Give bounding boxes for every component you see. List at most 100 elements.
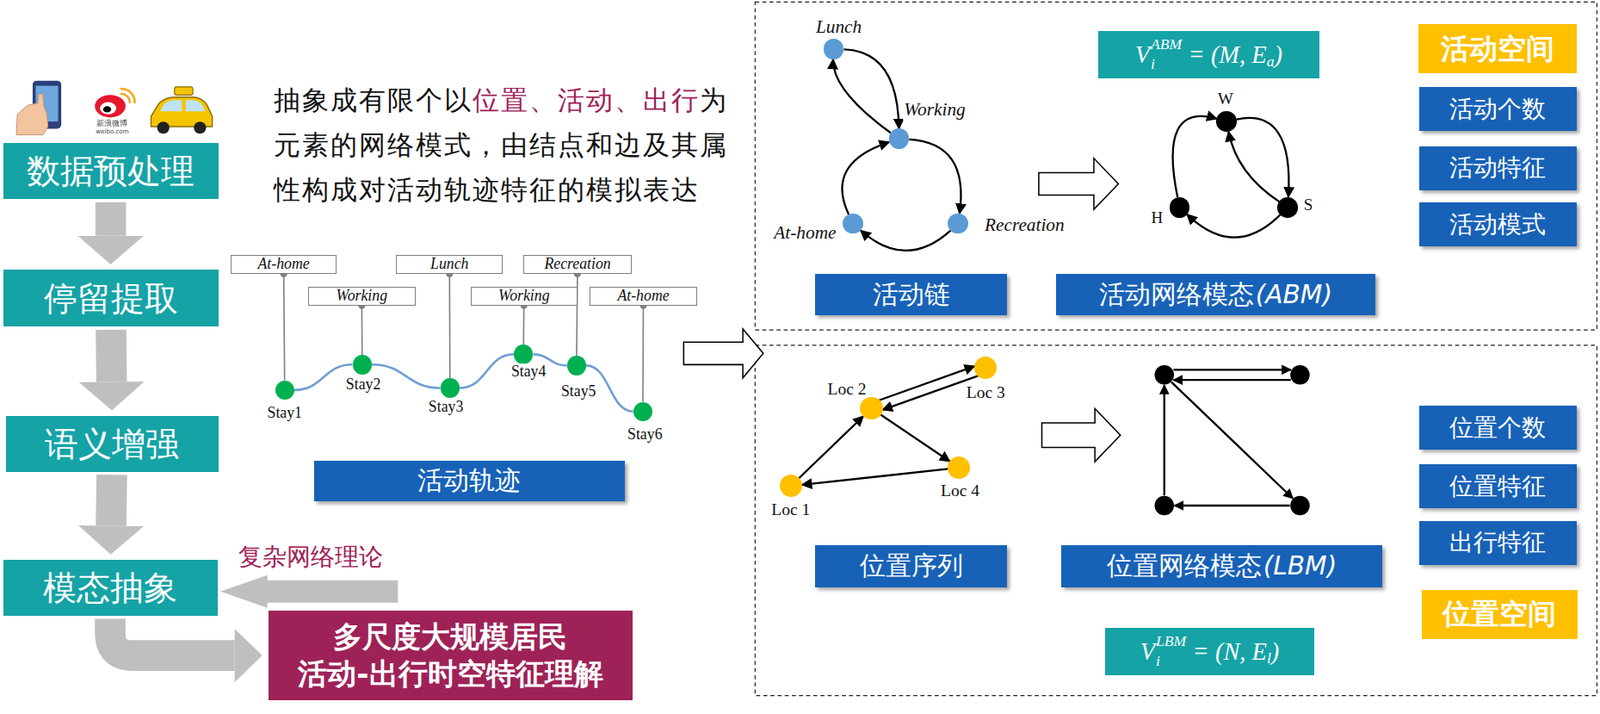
block-arrow-shaft [95, 202, 127, 236]
activity-tag: At-home [230, 254, 337, 274]
connector [294, 364, 353, 390]
box-text: 出行特征 [1449, 528, 1546, 556]
connector [841, 142, 890, 215]
text-row: 位置序列 [859, 551, 964, 581]
formula-body: ) [1273, 41, 1282, 68]
network-arrow [1228, 131, 1279, 202]
node-label: Stay3 [427, 398, 464, 416]
connector [280, 270, 288, 381]
node-label: Stay2 [345, 376, 382, 394]
formula-subscript: i [1155, 653, 1161, 669]
box-text: Working [498, 288, 550, 304]
block-arrow-head [78, 235, 144, 265]
text-row: At-home [257, 256, 309, 272]
node-label: Stay1 [266, 404, 303, 422]
box-text: 语义增强 [44, 425, 180, 463]
text-row: 活动轨迹 [417, 466, 521, 495]
text-row: 出行特征 [1449, 528, 1546, 556]
box-text: 活动轨迹 [417, 466, 521, 495]
attribute-box: 活动特征 [1419, 146, 1577, 191]
network-arrow [908, 139, 961, 214]
network-arrow [882, 375, 978, 410]
connector [371, 364, 441, 388]
network-arrow [880, 414, 950, 462]
attribute-box: 出行特征 [1419, 520, 1577, 565]
connector [1186, 214, 1281, 238]
node-label: Stay6 [626, 426, 663, 444]
leader-line [284, 273, 285, 381]
activity-panel [754, 1, 1597, 330]
connector [574, 270, 581, 357]
stay-point: Stay3 [440, 377, 461, 398]
network-arrow [802, 468, 949, 485]
activity-tag: Recreation [523, 254, 632, 274]
taxi-wheel [193, 121, 206, 134]
connector [1228, 131, 1279, 202]
connector [860, 230, 952, 251]
paragraph-text: 抽象成有限个以 [273, 84, 473, 116]
connector [833, 59, 891, 134]
connector [908, 139, 961, 214]
text-row: Recreation [543, 256, 611, 272]
box-text: 活动特征 [1449, 154, 1546, 181]
taxi-window [185, 99, 206, 112]
block-arrow-head [79, 381, 145, 411]
abm-node: W [1216, 111, 1237, 132]
box-text: At-home [257, 256, 309, 272]
abm-node: S [1277, 197, 1298, 218]
stay-point: Stay2 [352, 354, 373, 375]
activity-tag: Working [470, 286, 578, 306]
text-row: VLBMi= (N, El) [1140, 633, 1280, 669]
stay-point: Stay5 [567, 355, 587, 376]
attribute-box: 活动个数 [1419, 86, 1577, 131]
block-arrow-shaft [110, 617, 235, 655]
lbm-graph [1154, 364, 1310, 515]
network-arrow [798, 415, 864, 478]
paragraph-highlight: 位置、活动、出行 [472, 84, 700, 116]
title-box: 位置序列 [815, 544, 1007, 587]
activity-tag: At-home [589, 286, 697, 306]
hand [16, 93, 49, 135]
connector [844, 49, 900, 129]
space-tag: 位置空间 [1421, 589, 1578, 639]
network-arrow [841, 142, 890, 215]
box-text: 活动空间 [1440, 33, 1555, 66]
description-paragraph: 抽象成有限个以位置、活动、出行为元素的网络模式，由结点和边及其属性构成对活动轨迹… [273, 77, 743, 213]
theory-arrow [220, 574, 398, 608]
node-label: Loc 2 [827, 379, 868, 399]
network-arrow [878, 365, 975, 401]
box-text: Recreation [543, 256, 611, 272]
box-text: 位置空间 [1442, 598, 1557, 631]
node-label: Loc 4 [939, 481, 981, 501]
formula-superscript: LBM [1155, 633, 1187, 649]
text-row: 活动个数 [1449, 95, 1546, 123]
block-arrow-head [234, 628, 263, 682]
box-suffix: (ABM) [1255, 280, 1333, 309]
text-row: 多尺度大规模居民 活动-出行时空特征理解 [277, 617, 624, 692]
lbm-node [1290, 364, 1310, 385]
network-arrow [833, 59, 891, 134]
title-box: 活动网络模态(ABM) [1056, 273, 1376, 316]
box-text: 位置网络模态 [1106, 551, 1262, 581]
attribute-box: 位置个数 [1419, 405, 1577, 450]
process-box: 语义增强 [6, 415, 219, 472]
lbm-arrow [1174, 504, 1291, 507]
location-node: Loc 1 [779, 474, 803, 497]
box-text: 停留提取 [43, 279, 179, 317]
text-row: 活动网络模态(ABM) [1099, 280, 1333, 309]
text-row: 数据预处理 [26, 152, 195, 190]
box-text: 位置序列 [859, 551, 964, 581]
box-text: 位置个数 [1449, 413, 1546, 441]
stay-point: Stay1 [275, 380, 296, 401]
text-row: Working [498, 288, 550, 304]
taxi-wheel [157, 121, 170, 134]
abm-node: H [1169, 197, 1191, 218]
activity-tag: Lunch [395, 254, 503, 274]
weibo-logo [99, 102, 117, 115]
node-label: Working [902, 99, 967, 120]
formula-subscript: l [1266, 649, 1272, 667]
connector [520, 301, 528, 345]
